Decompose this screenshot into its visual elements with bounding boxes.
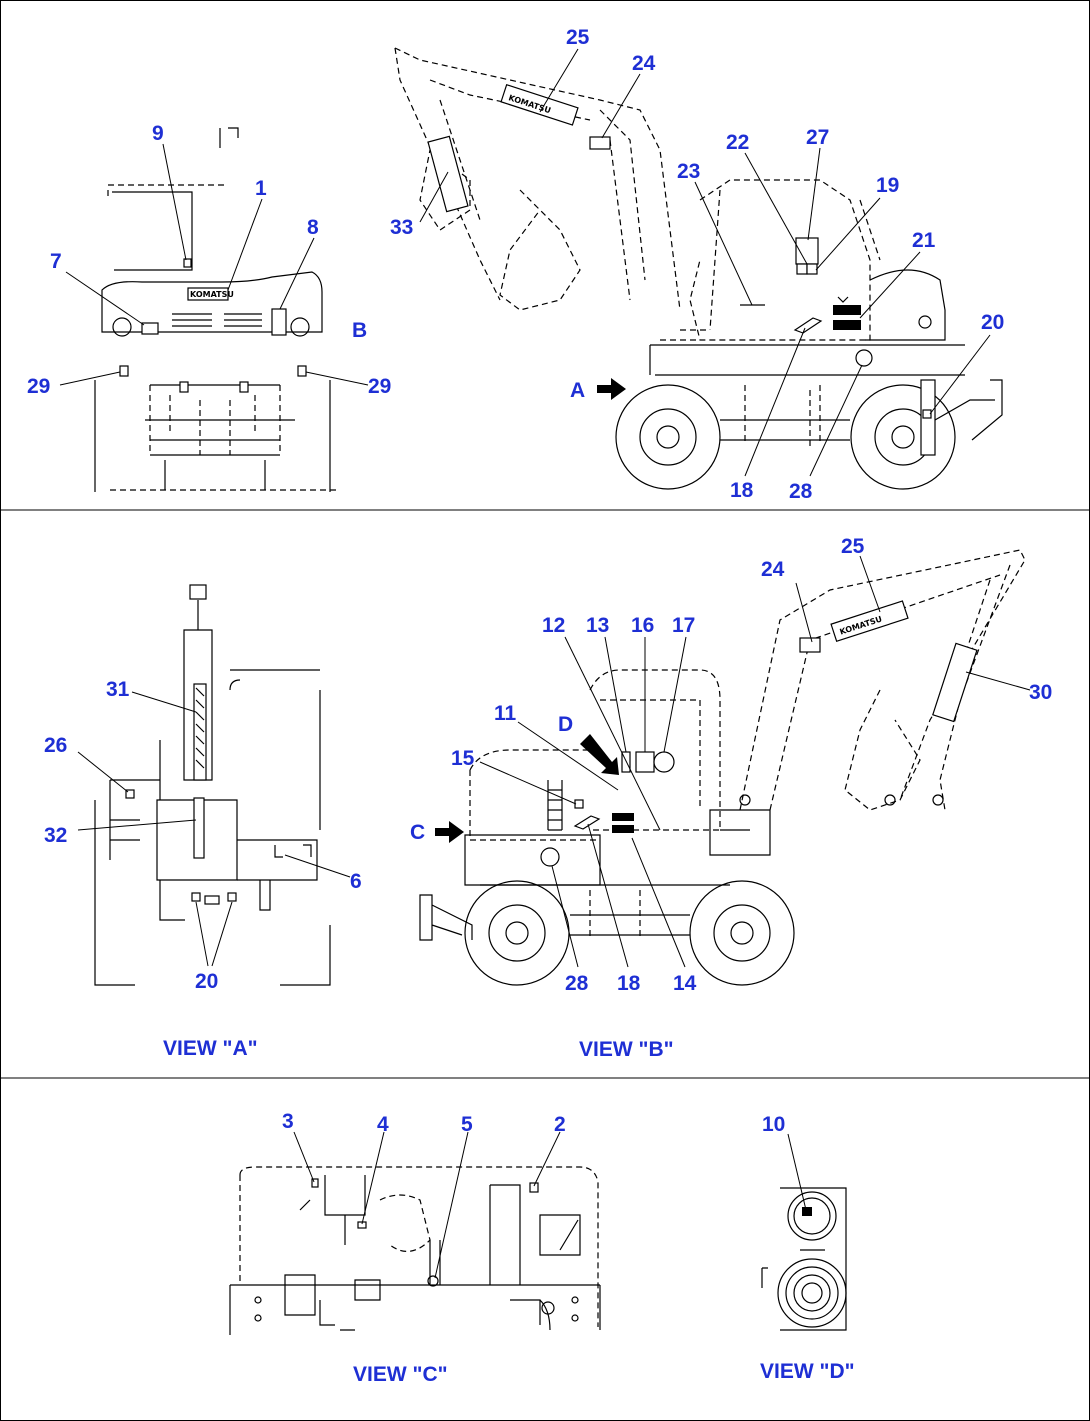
callout-25-view-b: 25 xyxy=(841,535,865,558)
view-b-leaders xyxy=(479,555,1031,968)
callout-8: 8 xyxy=(307,216,319,239)
callout-7: 7 xyxy=(50,250,62,273)
view-b-drawing: KOMATSU xyxy=(419,549,1026,986)
callout-4: 4 xyxy=(377,1113,389,1136)
front-view-drawing: KOMATSU xyxy=(94,127,340,492)
svg-text:KOMATSU: KOMATSU xyxy=(190,290,234,299)
view-c-arrow xyxy=(435,821,464,843)
view-d-drawing xyxy=(761,1187,847,1331)
callout-5: 5 xyxy=(461,1113,473,1136)
view-arrow-a-label: A xyxy=(570,379,585,402)
side-view-top-drawing: KOMATSU xyxy=(394,47,1003,490)
view-a-caption: VIEW "A" xyxy=(163,1037,258,1060)
callout-18-view-b: 18 xyxy=(617,972,641,995)
callout-23: 23 xyxy=(677,160,700,183)
callout-30: 30 xyxy=(1029,681,1052,704)
callout-33: 33 xyxy=(390,216,413,239)
callout-24-view-b: 24 xyxy=(761,558,785,581)
view-d-arrow xyxy=(580,734,619,775)
callout-22: 22 xyxy=(726,131,749,154)
view-arrow-c-label: C xyxy=(410,821,425,844)
callout-27: 27 xyxy=(806,126,829,149)
view-a-leaders xyxy=(77,691,351,967)
view-c-drawing xyxy=(229,1166,601,1335)
callout-3: 3 xyxy=(282,1110,294,1133)
view-d-caption: VIEW "D" xyxy=(760,1360,855,1383)
view-a-drawing xyxy=(94,584,331,986)
callout-10: 10 xyxy=(762,1113,785,1136)
callout-11: 11 xyxy=(494,702,517,725)
callout-16: 16 xyxy=(631,614,654,637)
front-view-leaders xyxy=(59,143,369,386)
callout-29-right: 29 xyxy=(368,375,391,398)
view-c-caption: VIEW "C" xyxy=(353,1363,448,1386)
callout-18: 18 xyxy=(730,479,754,502)
callout-25: 25 xyxy=(566,26,590,49)
callout-32: 32 xyxy=(44,824,67,847)
view-arrow-b-label: B xyxy=(352,319,367,342)
callout-15: 15 xyxy=(451,747,475,770)
callout-21: 21 xyxy=(912,229,936,252)
side-view-top-leaders xyxy=(419,48,991,477)
callout-24: 24 xyxy=(632,52,656,75)
callout-6: 6 xyxy=(350,870,362,893)
view-c-leaders xyxy=(293,1131,561,1279)
callout-28-view-b: 28 xyxy=(565,972,589,995)
callout-20-view-a: 20 xyxy=(195,970,218,993)
view-b-caption: VIEW "B" xyxy=(579,1038,674,1061)
callout-14: 14 xyxy=(673,972,697,995)
callout-26: 26 xyxy=(44,734,67,757)
callout-29-left: 29 xyxy=(27,375,50,398)
callout-17: 17 xyxy=(672,614,695,637)
callout-31: 31 xyxy=(106,678,130,701)
view-d-leader xyxy=(787,1133,807,1211)
callout-19: 19 xyxy=(876,174,899,197)
callout-13: 13 xyxy=(586,614,609,637)
view-arrow-d-label: D xyxy=(558,713,573,736)
callout-9: 9 xyxy=(152,122,164,145)
callout-28: 28 xyxy=(789,480,813,503)
callout-20: 20 xyxy=(981,311,1004,334)
callout-2: 2 xyxy=(554,1113,566,1136)
view-a-arrow xyxy=(597,378,626,400)
callout-1: 1 xyxy=(255,177,267,200)
callout-12: 12 xyxy=(542,614,565,637)
